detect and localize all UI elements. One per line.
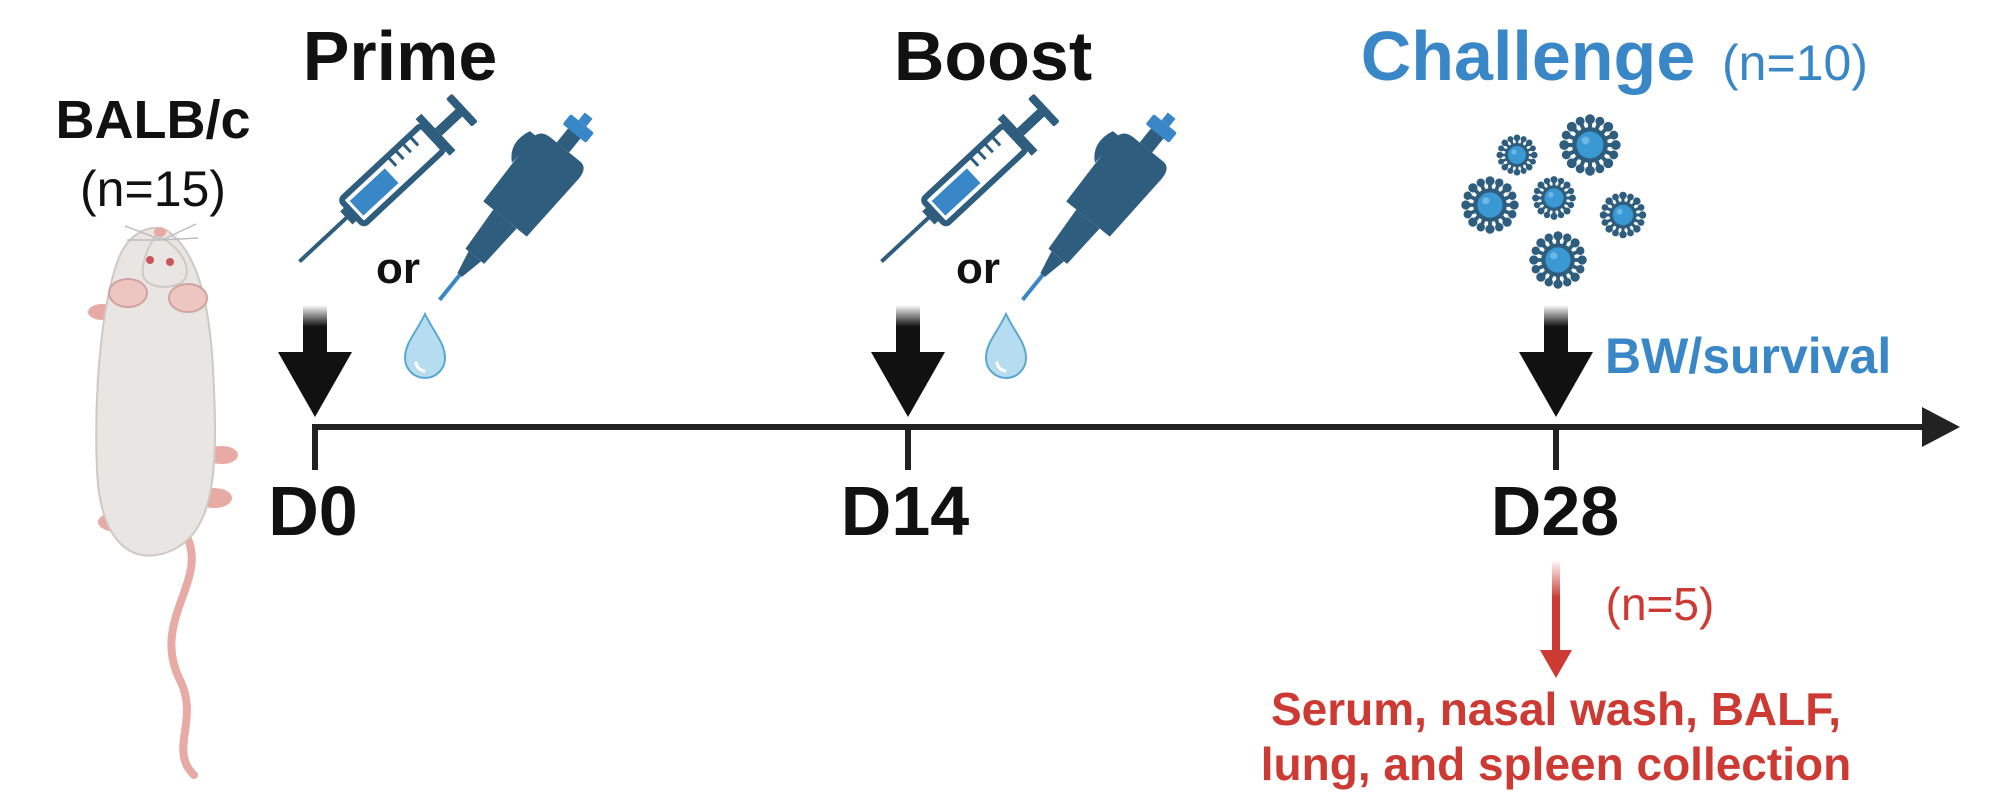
collection-label-line1: Serum, nasal wash, BALF, <box>1271 683 1841 735</box>
virus-icon <box>1527 229 1589 291</box>
boost-or-label: or <box>956 244 1000 293</box>
prime-label: Prime <box>303 17 498 95</box>
virus-icon <box>1598 190 1648 240</box>
boost-label: Boost <box>894 17 1092 95</box>
challenge-heading: Challenge <box>1361 17 1696 95</box>
virus-icon <box>1559 114 1620 175</box>
collection-count-label: (n=5) <box>1606 578 1715 630</box>
virus-cluster <box>1459 114 1648 291</box>
timeline-arrowhead <box>1922 407 1960 447</box>
collection-label-line2: lung, and spleen collection <box>1261 738 1851 790</box>
timepoint-label-d14: D14 <box>841 472 969 550</box>
timepoint-label-d0: D0 <box>268 472 357 550</box>
subject-count-label: (n=15) <box>80 161 226 217</box>
prime-arrow <box>278 305 352 417</box>
collection-arrow <box>1540 560 1572 678</box>
prime-or-label: or <box>376 244 420 293</box>
outcome-label: BW/survival <box>1605 328 1891 384</box>
mouse-icon <box>88 223 238 779</box>
virus-icon <box>1459 174 1521 236</box>
virus-icon <box>1530 174 1578 222</box>
challenge-label: Challenge <box>1361 17 1696 95</box>
timepoint-label-d28: D28 <box>1491 472 1619 550</box>
challenge-arrow <box>1519 305 1593 417</box>
droplet-icon <box>984 312 1028 380</box>
boost-arrow <box>871 305 945 417</box>
virus-icon <box>1495 133 1539 177</box>
challenge-count-label: (n=10) <box>1722 35 1868 91</box>
droplet-icon <box>403 312 447 380</box>
strain-label: BALB/c <box>55 90 250 150</box>
